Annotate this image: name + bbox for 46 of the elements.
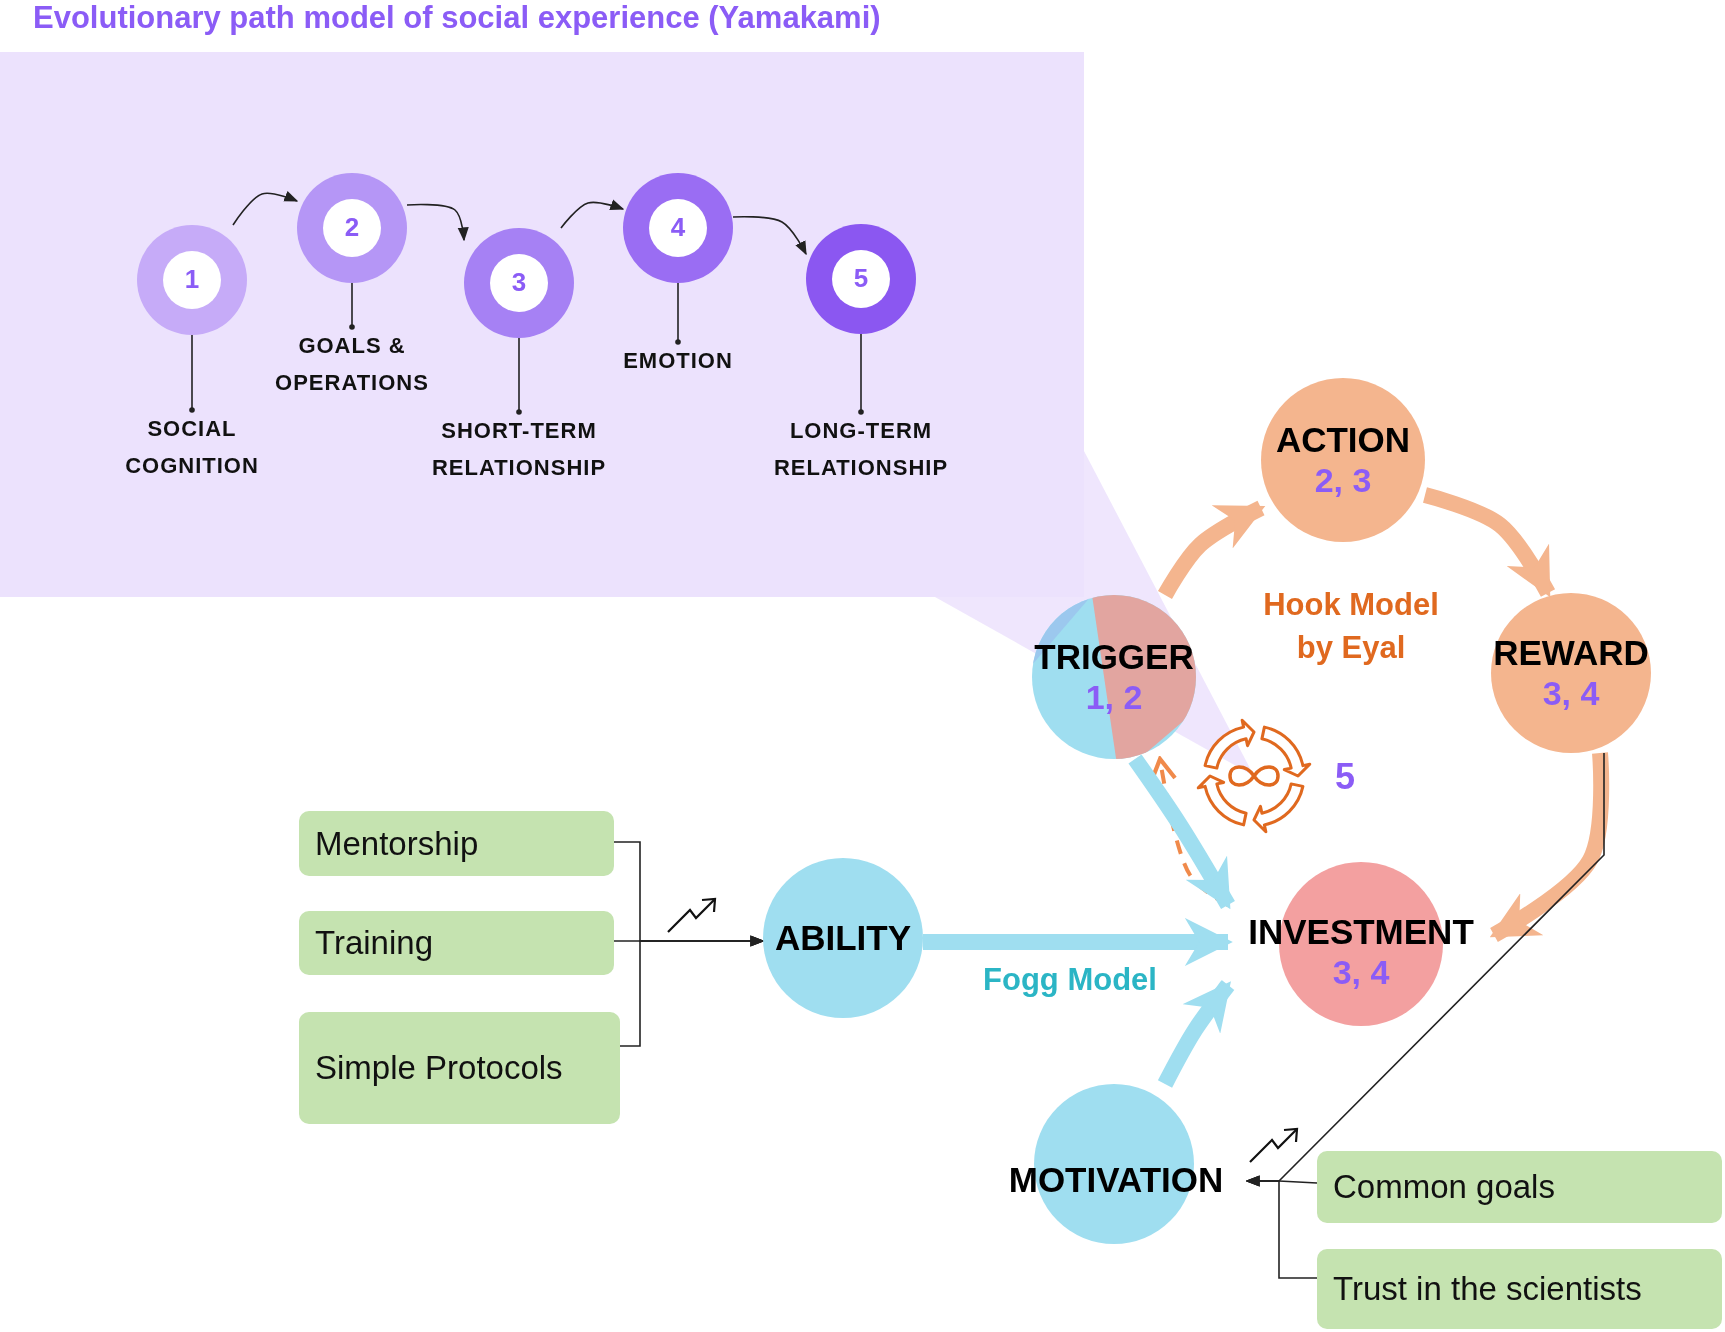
step-number: 4 (670, 213, 686, 243)
factor-text: Mentorship (315, 823, 479, 864)
factor-text: Simple Protocols (315, 1048, 563, 1088)
arrow (232, 191, 299, 226)
diagram-title: Evolutionary path model of social experience (Yamakami) (33, 0, 881, 36)
thick-arrow (1422, 487, 1556, 598)
arrow (732, 215, 807, 256)
stage-name: TRIGGER (1034, 637, 1194, 678)
factor-text: Training (315, 923, 433, 963)
factor-box (299, 811, 614, 876)
factor-box (1317, 1249, 1722, 1329)
stage-name: ACTION (1275, 420, 1411, 461)
step-number: 3 (511, 268, 527, 298)
stage-numbers: 2, 3 (1314, 460, 1372, 500)
factor-text: Common goals (1333, 1167, 1555, 1207)
thick-arrow (1489, 752, 1610, 942)
arrow (406, 203, 469, 242)
step-number: 1 (184, 265, 200, 295)
step-label: GOALS & OPERATIONS (274, 332, 430, 397)
model-label: Fogg Model (982, 961, 1158, 999)
arrow (560, 199, 625, 229)
stage-name: MOTIVATION (1008, 1159, 1224, 1201)
step-number: 5 (853, 264, 869, 294)
step-label: SHORT-TERM RELATIONSHIP (430, 417, 608, 482)
step-label: EMOTION (622, 347, 734, 375)
thick-arrow (1128, 754, 1235, 910)
factor-box (299, 911, 614, 975)
model-label: Hook Model by Eyal (1262, 586, 1440, 667)
stage-numbers: 3, 4 (1542, 673, 1600, 713)
factor-box (299, 1012, 620, 1124)
loop-number: 5 (1335, 755, 1357, 798)
step-number: 2 (344, 213, 360, 243)
thick-arrow (1157, 980, 1235, 1088)
stage-numbers: 3, 4 (1332, 952, 1390, 992)
thick-arrow (1158, 500, 1266, 599)
stage-name: ABILITY (774, 917, 912, 959)
arrow (1245, 752, 1605, 1187)
thick-arrow (923, 918, 1233, 966)
factor-box (1317, 1151, 1722, 1223)
stage-name: REWARD (1493, 633, 1649, 674)
callout-panel (0, 52, 1084, 597)
stage-name: INVESTMENT (1248, 912, 1474, 953)
arrow (619, 935, 765, 1047)
factor-text: Trust in the scientists (1333, 1269, 1642, 1309)
step-label: LONG-TERM RELATIONSHIP (772, 417, 950, 482)
step-label: SOCIAL COGNITION (124, 415, 260, 480)
